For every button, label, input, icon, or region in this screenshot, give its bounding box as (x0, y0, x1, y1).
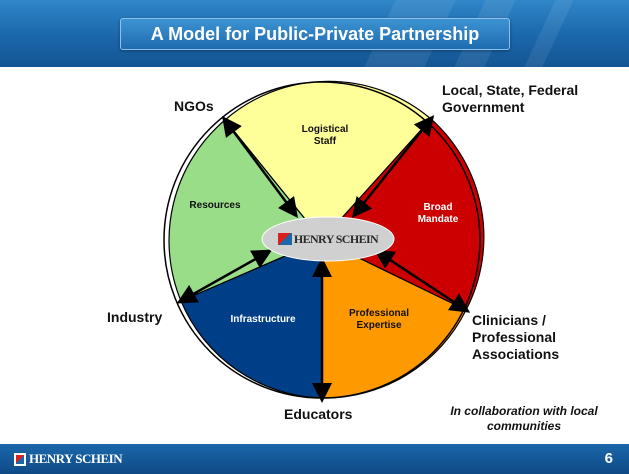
page-number: 6 (604, 450, 613, 467)
slide-footer: HENRY SCHEIN 6 (0, 444, 629, 474)
stakeholder-government: Local, State, Federal Government (442, 82, 579, 115)
segment-label-professional-expertise: Professional Expertise (348, 308, 410, 331)
footer-brand-text: HENRY SCHEIN (29, 451, 123, 466)
segment-label-logistical-staff: Logistical Staff (301, 124, 349, 147)
title-box: A Model for Public-Private Partnership (120, 18, 510, 50)
center-ellipse (261, 216, 395, 262)
arrow-industry (176, 249, 273, 304)
center-brand-text: HENRY SCHEIN (293, 231, 379, 246)
segment-label-resources: Resources (189, 200, 241, 211)
collaboration-note: In collaboration with local communities (450, 404, 598, 433)
segment-label-broad-mandate: Broad Mandate (417, 202, 459, 225)
footer-flag-icon (14, 452, 26, 466)
arrow-clinicians (373, 249, 471, 313)
footer-logo: HENRY SCHEIN (14, 451, 123, 467)
stakeholder-educators: Educators (284, 406, 353, 422)
stakeholder-clinicians: Clinicians / Professional Associations (472, 312, 560, 362)
arrow-government (351, 115, 435, 218)
center-logo: HENRY SCHEIN (269, 231, 387, 247)
stakeholder-ngos: NGOs (174, 98, 214, 114)
stakeholder-industry: Industry (107, 309, 163, 325)
segment-label-infrastructure: Infrastructure (230, 314, 296, 325)
slide-title: A Model for Public-Private Partnership (150, 23, 480, 44)
arrow-ngos (222, 115, 298, 219)
logo-flag-icon (277, 233, 292, 245)
